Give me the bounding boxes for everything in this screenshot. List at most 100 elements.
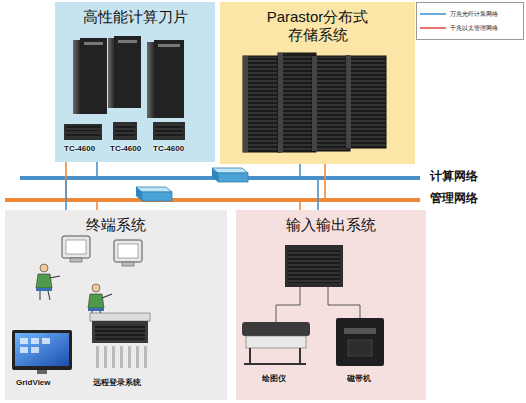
- panel-title: 终端系统: [41, 216, 191, 234]
- plotter: [242, 322, 310, 336]
- io-wire: [276, 287, 300, 322]
- crt-monitor: [118, 244, 138, 258]
- storage-rack: [243, 56, 281, 152]
- flat-monitor: [12, 330, 72, 374]
- legend-box: 万兆光纤计算网络千兆以太管理网络: [416, 2, 524, 40]
- flat-monitor: [42, 338, 50, 344]
- network-switch: [218, 173, 248, 182]
- remote-console: [128, 346, 131, 368]
- panel-title: 输入输出系统: [256, 216, 406, 234]
- user-figure: [88, 308, 104, 311]
- storage-rack: [312, 56, 350, 151]
- blade-chassis: [64, 124, 102, 140]
- remote-console: [112, 346, 115, 368]
- model-label: TC-4600: [153, 144, 184, 153]
- flat-monitor: [15, 333, 69, 366]
- flat-monitor: [20, 338, 28, 344]
- remote-console: [120, 346, 123, 368]
- blade-chassis: [113, 122, 137, 140]
- blade-rack: [158, 44, 180, 47]
- user-figure: [50, 276, 60, 278]
- device-label: 绘图仪: [262, 374, 286, 383]
- network-link: [96, 162, 98, 176]
- blade-chassis: [153, 122, 185, 140]
- tape-library: [336, 318, 384, 366]
- device-label: 磁带机: [347, 374, 371, 383]
- legend-row: 千兆以太管理网络: [420, 21, 520, 35]
- storage-rack: [243, 56, 248, 152]
- model-label: TC-4600: [110, 144, 141, 153]
- device-label: GridView: [16, 378, 51, 387]
- crt-monitor: [70, 258, 82, 262]
- user-figure: [100, 311, 102, 318]
- user-figure: [36, 288, 52, 291]
- blade-rack: [154, 40, 184, 118]
- user-figure: [36, 274, 52, 288]
- network-switch: [136, 187, 172, 201]
- user-figure: [102, 294, 112, 298]
- network-switch: [212, 168, 248, 182]
- storage-rack: [346, 56, 351, 148]
- blade-chassis: [66, 126, 100, 131]
- blade-rack: [73, 38, 107, 114]
- network-bus: 计算网络: [20, 176, 420, 180]
- tape-library: [344, 328, 376, 334]
- legend-line: [420, 25, 446, 31]
- storage-rack: [278, 53, 316, 152]
- system-panel: 终端系统: [5, 210, 227, 400]
- network-label: 计算网络: [430, 168, 478, 185]
- network-switch: [136, 187, 172, 192]
- plotter: [246, 336, 306, 348]
- blade-chassis: [66, 133, 100, 138]
- network-switch: [136, 187, 142, 201]
- blade-rack: [108, 36, 141, 108]
- plotter: [242, 322, 310, 364]
- crt-monitor: [66, 240, 86, 254]
- blade-rack: [147, 42, 154, 118]
- blade-chassis: [64, 124, 102, 140]
- network-switch: [142, 192, 172, 201]
- storage-rack: [278, 53, 316, 152]
- legend-text: 千兆以太管理网络: [450, 25, 498, 32]
- blade-chassis: [155, 124, 183, 138]
- remote-console: [104, 346, 107, 368]
- crt-monitor: [114, 240, 142, 262]
- system-panel: Parastor分布式 存储系统: [220, 2, 415, 164]
- network-switch: [212, 168, 248, 173]
- blade-rack: [147, 40, 184, 118]
- io-server: [285, 245, 343, 287]
- user-figure: [36, 264, 60, 300]
- network-link: [299, 164, 301, 176]
- blade-chassis: [153, 122, 185, 140]
- legend-row: 万兆光纤计算网络: [420, 7, 520, 21]
- flat-monitor: [20, 347, 28, 353]
- storage-rack: [243, 56, 281, 152]
- plotter: [244, 363, 306, 365]
- user-figure: [92, 311, 93, 318]
- blade-rack: [118, 40, 137, 43]
- network-label: 管理网络: [430, 190, 478, 207]
- legend-text: 万兆光纤计算网络: [450, 11, 498, 18]
- io-server: [288, 249, 340, 283]
- storage-rack: [346, 56, 386, 148]
- blade-rack: [84, 42, 103, 45]
- legend-line: [420, 13, 446, 15]
- blade-rack: [108, 38, 114, 108]
- network-bus: 管理网络: [5, 198, 420, 202]
- crt-monitor: [122, 262, 134, 266]
- tape-library: [336, 318, 384, 366]
- crt-monitor: [114, 240, 142, 266]
- plotter: [249, 348, 251, 364]
- network-link: [65, 180, 67, 210]
- legend-line: [420, 11, 446, 17]
- io-wire: [328, 287, 360, 318]
- io-server: [285, 245, 343, 287]
- storage-rack: [312, 56, 317, 151]
- remote-console: [95, 324, 145, 340]
- flat-monitor: [37, 370, 47, 374]
- io-wire: [276, 287, 360, 322]
- user-figure: [92, 284, 100, 292]
